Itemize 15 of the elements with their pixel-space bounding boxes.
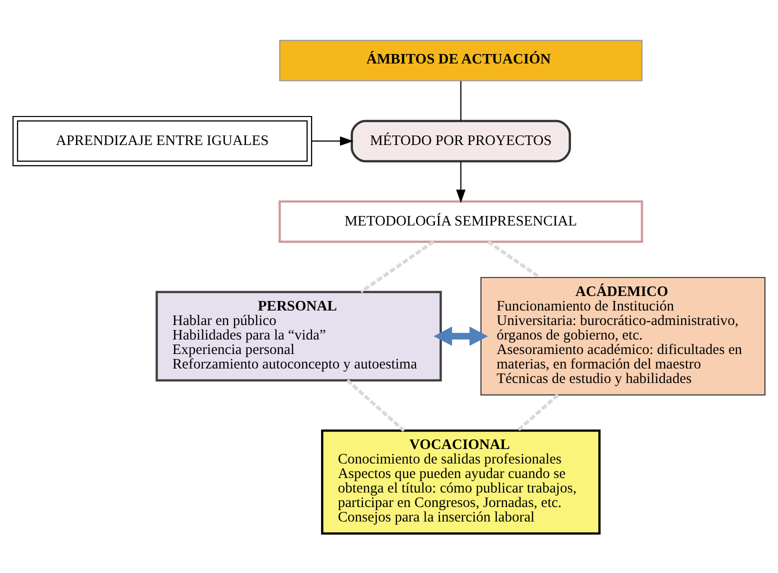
arrow [434, 326, 488, 346]
node-box: MÉTODO POR PROYECTOS [350, 119, 571, 162]
connector [460, 80, 462, 120]
connector [346, 378, 406, 432]
node-box: ÁMBITOS DE ACTUACIÓN [279, 39, 643, 81]
connector [360, 240, 434, 293]
arrow [312, 136, 354, 146]
node-box: ACÁDEMICO Funcionamiento de Institución Universitaria: burocrático-administrativo, órganos de gobierno, etc. Asesoramiento académico: dificultades en materias, en formación del maestro Técnicas de estudio y habilidades [480, 276, 766, 395]
node-box: VOCACIONAL Conocimiento de salidas profesionales Aspectos que pueden ayudar cuando se obtenga el título: cómo publicar trabajos, participar en Congresos, Jornadas, etc. Consejos para la inserción laboral [321, 429, 601, 534]
arrow [456, 161, 466, 203]
connector [516, 393, 560, 432]
connector [487, 240, 541, 278]
node-box: PERSONAL Hablar en público Habilidades para la “vida” Experiencia personal Reforzamiento autoconcepto y autoestima [156, 290, 442, 381]
node-box: APRENDIZAJE ENTRE IGUALES [12, 115, 312, 166]
node-box: METODOLOGÍA SEMIPRESENCIAL [278, 200, 644, 242]
